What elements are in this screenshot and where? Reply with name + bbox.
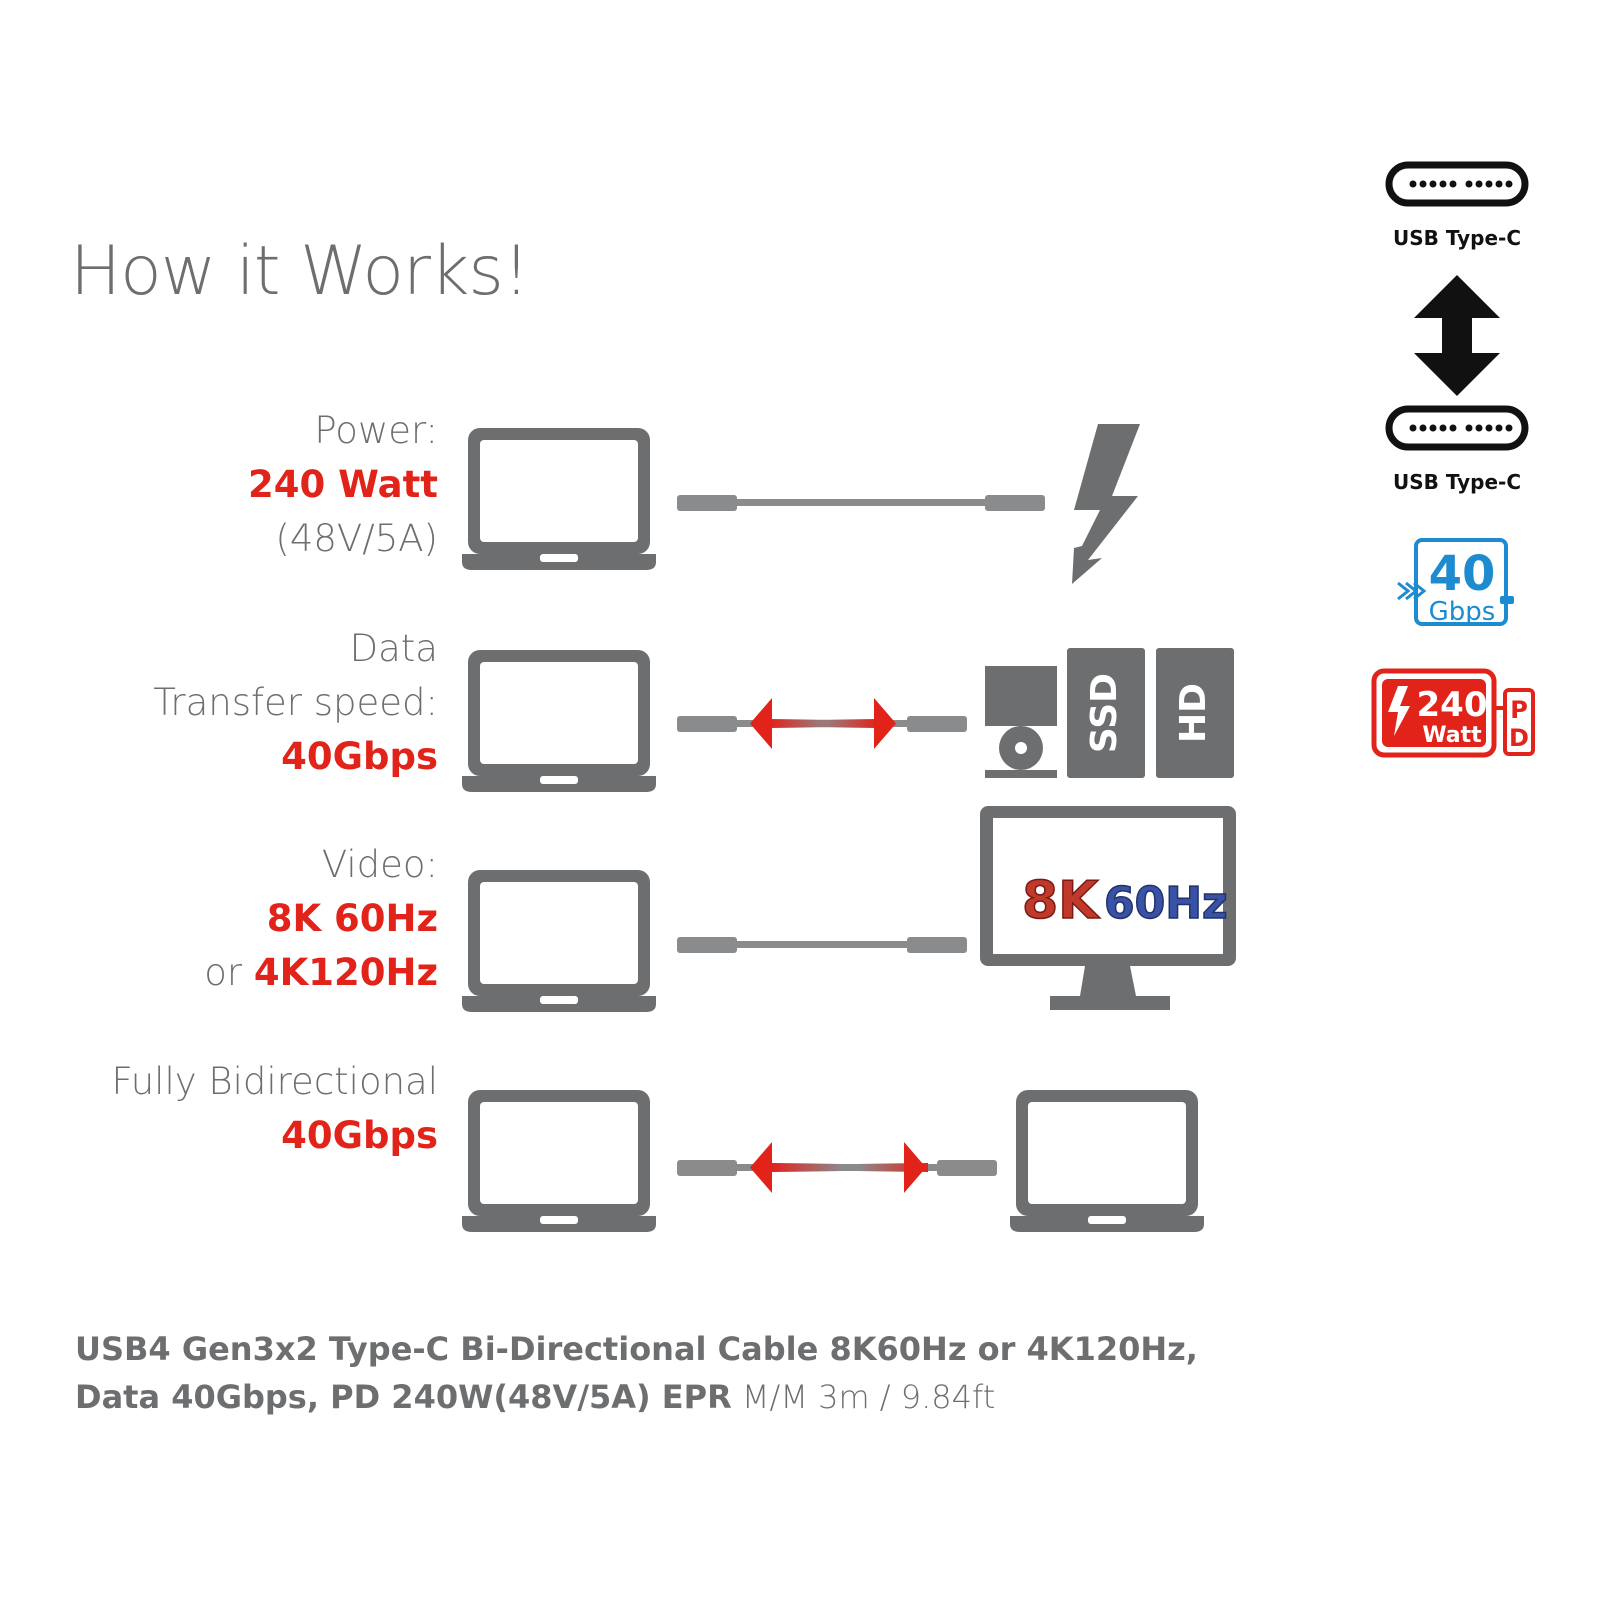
laptop-bidir-right-icon [1010, 1090, 1204, 1232]
laptop-power-icon [462, 428, 656, 570]
hd-icon: HD [1156, 648, 1234, 778]
product-description-line2-bold: Data 40Gbps, PD 240W(48V/5A) EPR [75, 1378, 732, 1416]
page-title: How it Works! [70, 232, 530, 311]
laptop-data-icon [462, 650, 656, 792]
cable-data [677, 698, 967, 749]
usb-c-port-bottom-icon [1385, 405, 1529, 451]
pd-badge-p: P [1510, 696, 1528, 724]
video-value-8k: 8K 60Hz [266, 897, 438, 940]
cable-bidirectional [677, 1142, 997, 1193]
product-description: USB4 Gen3x2 Type-C Bi-Directional Cable … [75, 1325, 1198, 1421]
speed-badge-unit: Gbps [1429, 597, 1496, 627]
video-label: Video: [321, 843, 438, 886]
monitor-rate-text: 60Hz [1104, 878, 1228, 929]
speed-40gbps-badge: 40 Gbps [1397, 538, 1514, 627]
speed-badge-number: 40 [1429, 546, 1496, 602]
data-speed-value: 40Gbps [281, 735, 438, 778]
product-description-line2: Data 40Gbps, PD 240W(48V/5A) EPR M/M 3m … [75, 1373, 1198, 1421]
power-badge-unit: Watt [1422, 723, 1482, 748]
transfer-speed-label: Transfer speed: [153, 681, 438, 724]
video-alt-prefix: or [204, 951, 254, 994]
pd-badge-d: D [1509, 724, 1529, 752]
power-value: 240 Watt [248, 463, 438, 506]
product-description-line1: USB4 Gen3x2 Type-C Bi-Directional Cable … [75, 1330, 1198, 1368]
video-label-block: Video: 8K 60Hz or 4K120Hz [204, 838, 438, 1000]
ssd-label: SSD [1084, 673, 1125, 753]
cable-power [677, 495, 1045, 511]
power-spec: (48V/5A) [275, 517, 438, 560]
power-label: Power: [314, 409, 438, 452]
video-value-4k: 4K120Hz [253, 951, 438, 994]
data-label: Data [349, 627, 438, 670]
lightning-bolt-icon [1072, 424, 1140, 584]
power-badge-number: 240 [1417, 685, 1488, 725]
monitor-icon: 8K 60Hz [980, 806, 1236, 1010]
bidirectional-value: 40Gbps [281, 1114, 438, 1157]
data-label-block: Data Transfer speed: 40Gbps [153, 622, 438, 784]
ssd-icon: SSD [1067, 648, 1145, 778]
video-alt-line: or 4K120Hz [204, 946, 438, 1000]
laptop-bidir-left-icon [462, 1090, 656, 1232]
bidirectional-label-block: Fully Bidirectional 40Gbps [111, 1055, 438, 1163]
monitor-res-text: 8K [1022, 871, 1100, 931]
laptop-video-icon [462, 870, 656, 1012]
usb-type-c-top-label: USB Type-C [1392, 226, 1522, 250]
usb-c-port-top-icon [1385, 161, 1529, 207]
product-description-line2-light: M/M 3m / 9.84ft [731, 1378, 996, 1416]
bidirectional-label: Fully Bidirectional [111, 1060, 438, 1103]
power-label-block: Power: 240 Watt (48V/5A) [248, 404, 438, 566]
usb-type-c-bottom-label: USB Type-C [1392, 470, 1522, 494]
optical-drive-icon [985, 666, 1057, 778]
hd-label: HD [1173, 683, 1214, 743]
power-240w-pd-badge: 240 Watt P D [1371, 668, 1535, 758]
bidirectional-arrow-icon [1414, 275, 1500, 396]
cable-video [677, 937, 967, 953]
